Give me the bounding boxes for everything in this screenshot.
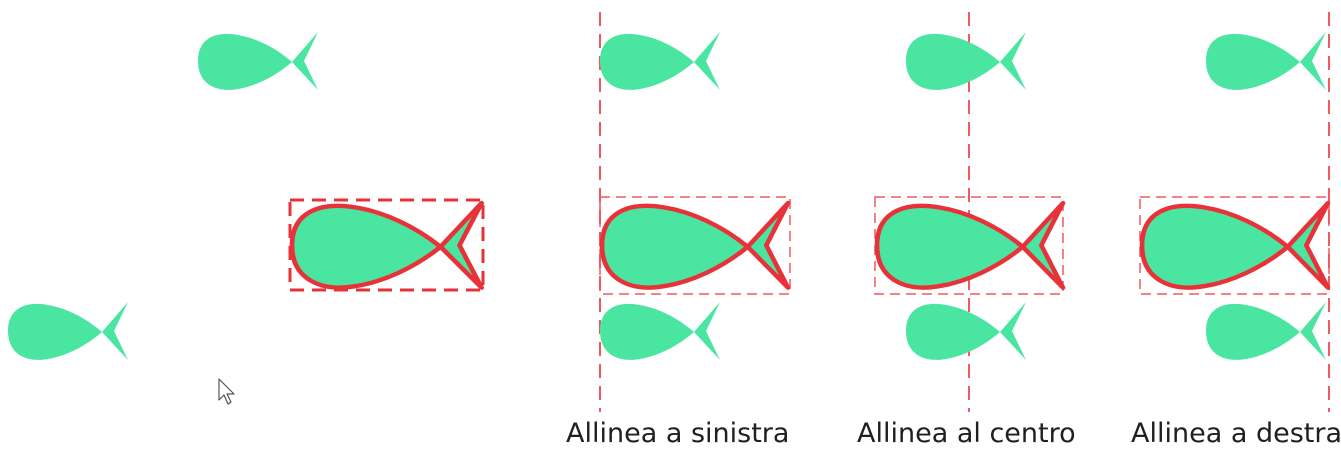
panel-unaligned [8, 32, 485, 405]
caption-align-left: Allinea a sinistra [566, 418, 790, 449]
selected-fish-icon[interactable] [1142, 203, 1328, 288]
panel-align-center [874, 12, 1063, 412]
selection-box [288, 198, 485, 292]
fish-icon[interactable] [906, 302, 1026, 360]
selected-fish-icon[interactable] [877, 203, 1063, 288]
caption-align-right: Allinea a destra [1131, 418, 1341, 449]
fish-icon[interactable] [600, 302, 720, 360]
fish-icon[interactable] [600, 32, 720, 90]
fish-icon[interactable] [8, 302, 128, 360]
fish-icon[interactable] [1206, 32, 1326, 90]
caption-align-center: Allinea al centro [857, 418, 1076, 449]
fish-icon[interactable] [1206, 302, 1326, 360]
selected-fish-icon[interactable] [292, 203, 482, 288]
panel-align-left [599, 12, 791, 412]
mouse-pointer-icon [218, 378, 235, 405]
panel-align-right [1139, 12, 1329, 412]
selected-fish-icon[interactable] [602, 203, 788, 288]
fish-icon[interactable] [906, 32, 1026, 90]
fish-icon[interactable] [198, 32, 318, 90]
